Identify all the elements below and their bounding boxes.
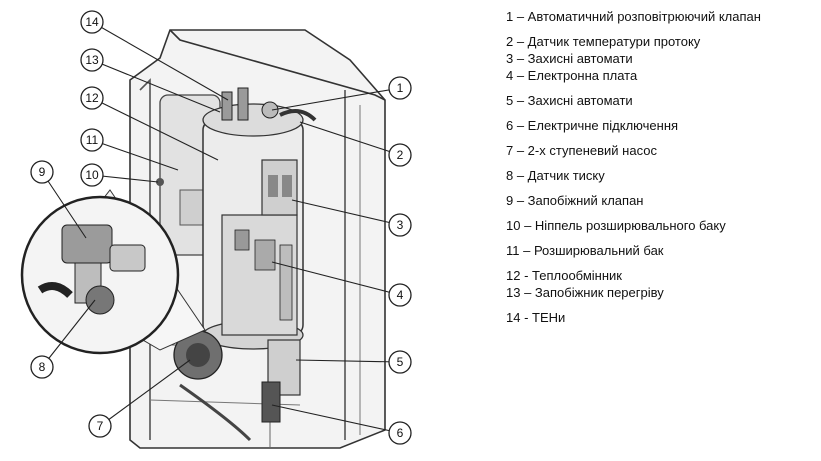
legend-item-10: 10 – Ніппель розширювального баку xyxy=(506,218,726,233)
leader-lines xyxy=(41,21,401,434)
callout-label: 2 xyxy=(397,148,404,162)
callout-label: 6 xyxy=(397,426,404,440)
callout-label: 14 xyxy=(85,15,99,29)
callout-2: 2 xyxy=(388,143,412,167)
callout-3: 3 xyxy=(388,213,412,237)
legend-item-4: 4 – Електронна плата xyxy=(506,68,638,83)
legend-item-7: 7 – 2-х ступеневий насос xyxy=(506,143,657,158)
callout-12: 12 xyxy=(80,86,104,110)
callout-label: 1 xyxy=(397,81,404,95)
legend-item-9: 9 – Запобіжний клапан xyxy=(506,193,644,208)
callout-label: 8 xyxy=(39,360,46,374)
legend-item-13: 13 – Запобіжник перегріву xyxy=(506,285,664,300)
pump-shape xyxy=(173,330,252,442)
legend-item-14: 14 - ТЕНи xyxy=(506,310,566,325)
callout-10: 10 xyxy=(80,163,104,187)
callout-8: 8 xyxy=(30,355,54,379)
callout-7: 7 xyxy=(88,414,112,438)
callout-4: 4 xyxy=(388,283,412,307)
callout-label: 12 xyxy=(85,91,99,105)
callout-6: 6 xyxy=(388,421,412,445)
magnifier-inset xyxy=(20,189,206,355)
legend-item-8: 8 – Датчик тиску xyxy=(506,168,605,183)
legend-item-2: 2 – Датчик температури протоку xyxy=(506,34,701,49)
callout-11: 11 xyxy=(80,128,104,152)
callout-label: 4 xyxy=(397,288,404,302)
legend-item-6: 6 – Електричне підключення xyxy=(506,118,679,133)
callout-13: 13 xyxy=(80,48,104,72)
callout-9: 9 xyxy=(30,160,54,184)
legend-item-11: 11 – Розширювальний бак xyxy=(506,243,664,258)
callout-14: 14 xyxy=(80,10,104,34)
callout-label: 3 xyxy=(397,218,404,232)
electronics-shape xyxy=(221,159,301,423)
callout-label: 5 xyxy=(397,355,404,369)
legend-item-12: 12 - Теплообмінник xyxy=(506,268,622,283)
legend-item-5: 5 – Захисні автомати xyxy=(506,93,633,108)
callout-5: 5 xyxy=(388,350,412,374)
callout-1: 1 xyxy=(388,76,412,100)
boiler-diagram: 1 2 3 4 5 6 7 8 9 10 11 12 13 14 xyxy=(20,10,412,449)
callout-label: 11 xyxy=(86,133,99,147)
legend-list: 1 – Автоматичний розповітрюючий клапан 2… xyxy=(506,8,816,326)
callout-label: 10 xyxy=(85,168,99,182)
callout-label: 13 xyxy=(85,53,99,67)
callout-label: 7 xyxy=(97,419,104,433)
callout-label: 9 xyxy=(39,165,46,179)
legend-item-3: 3 – Захисні автомати xyxy=(506,51,633,66)
legend-item-1: 1 – Автоматичний розповітрюючий клапан xyxy=(506,9,761,24)
